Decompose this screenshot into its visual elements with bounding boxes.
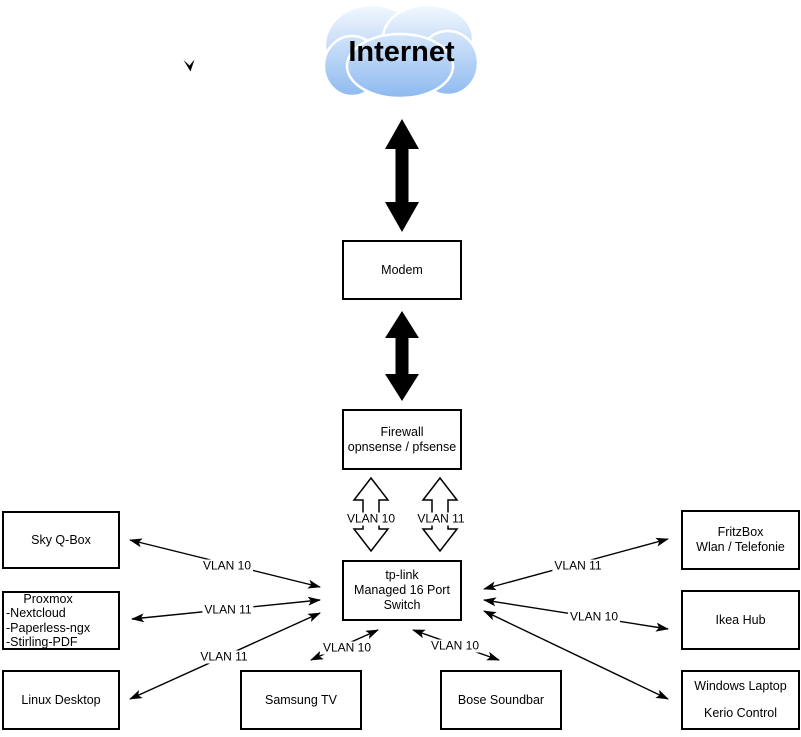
cursor-icon xyxy=(183,59,195,72)
node-proxmox[interactable]: Proxmox -Nextcloud -Paperless-ngx -Stirl… xyxy=(2,591,120,650)
node-linux-desktop[interactable]: Linux Desktop xyxy=(2,670,120,730)
node-firewall-label-2: opnsense / pfsense xyxy=(347,439,457,454)
node-bose-soundbar[interactable]: Bose Soundbar xyxy=(440,670,562,730)
node-switch-label-3: Switch xyxy=(383,598,421,612)
node-proxmox-item-1: -Nextcloud xyxy=(6,606,66,620)
label-trunk-vlan10[interactable]: VLAN 10 xyxy=(344,511,398,526)
node-proxmox-item-2: -Paperless-ngx xyxy=(6,620,91,635)
link-modem-firewall[interactable] xyxy=(385,311,419,401)
node-sky-q-box-label: Sky Q-Box xyxy=(31,532,91,547)
node-bose-soundbar-label: Bose Soundbar xyxy=(457,692,545,707)
link-switch-windows-laptop[interactable] xyxy=(483,610,669,700)
node-switch-label-1: tp-link xyxy=(385,568,419,582)
node-modem-label: Modem xyxy=(381,262,423,277)
label-bose-vlan[interactable]: VLAN 10 xyxy=(428,638,482,653)
internet-cloud[interactable] xyxy=(322,3,480,100)
label-proxmox-vlan[interactable]: VLAN 11 xyxy=(202,602,254,617)
node-proxmox-title: Proxmox xyxy=(23,591,73,606)
label-trunk-vlan11[interactable]: VLAN 11 xyxy=(415,511,467,526)
link-internet-modem[interactable] xyxy=(385,119,419,232)
node-modem[interactable]: Modem xyxy=(342,240,462,300)
node-samsung-tv[interactable]: Samsung TV xyxy=(240,670,362,730)
label-fritzbox-vlan[interactable]: VLAN 11 xyxy=(552,558,604,573)
node-ikea-hub[interactable]: Ikea Hub xyxy=(681,590,800,650)
node-firewall-label-1: Firewall xyxy=(380,424,424,439)
node-windows-laptop[interactable]: Windows Laptop Kerio Control xyxy=(681,670,800,730)
label-samsung-vlan[interactable]: VLAN 10 xyxy=(320,640,374,655)
node-windows-laptop-label-2: Kerio Control xyxy=(704,706,777,720)
node-proxmox-item-3: -Stirling-PDF xyxy=(6,635,78,649)
node-windows-laptop-label-1: Windows Laptop xyxy=(694,679,787,693)
node-fritzbox-label-1: FritzBox xyxy=(717,525,764,539)
node-linux-desktop-label: Linux Desktop xyxy=(21,692,101,707)
node-samsung-tv-label: Samsung TV xyxy=(264,692,338,707)
node-fritzbox[interactable]: FritzBox Wlan / Telefonie xyxy=(681,510,800,570)
node-switch-label-2: Managed 16 Port xyxy=(354,583,450,597)
label-linux-vlan[interactable]: VLAN 11 xyxy=(198,649,250,664)
node-firewall[interactable]: Firewall opnsense / pfsense xyxy=(342,409,462,470)
label-sky-vlan[interactable]: VLAN 10 xyxy=(200,558,254,573)
label-ikea-vlan[interactable]: VLAN 10 xyxy=(567,609,621,624)
node-switch[interactable]: tp-link Managed 16 Port Switch xyxy=(342,560,462,621)
internet-cloud-label: Internet xyxy=(348,36,455,68)
node-sky-q-box[interactable]: Sky Q-Box xyxy=(2,511,120,569)
node-fritzbox-label-2: Wlan / Telefonie xyxy=(696,540,785,554)
node-ikea-hub-label: Ikea Hub xyxy=(715,612,766,627)
